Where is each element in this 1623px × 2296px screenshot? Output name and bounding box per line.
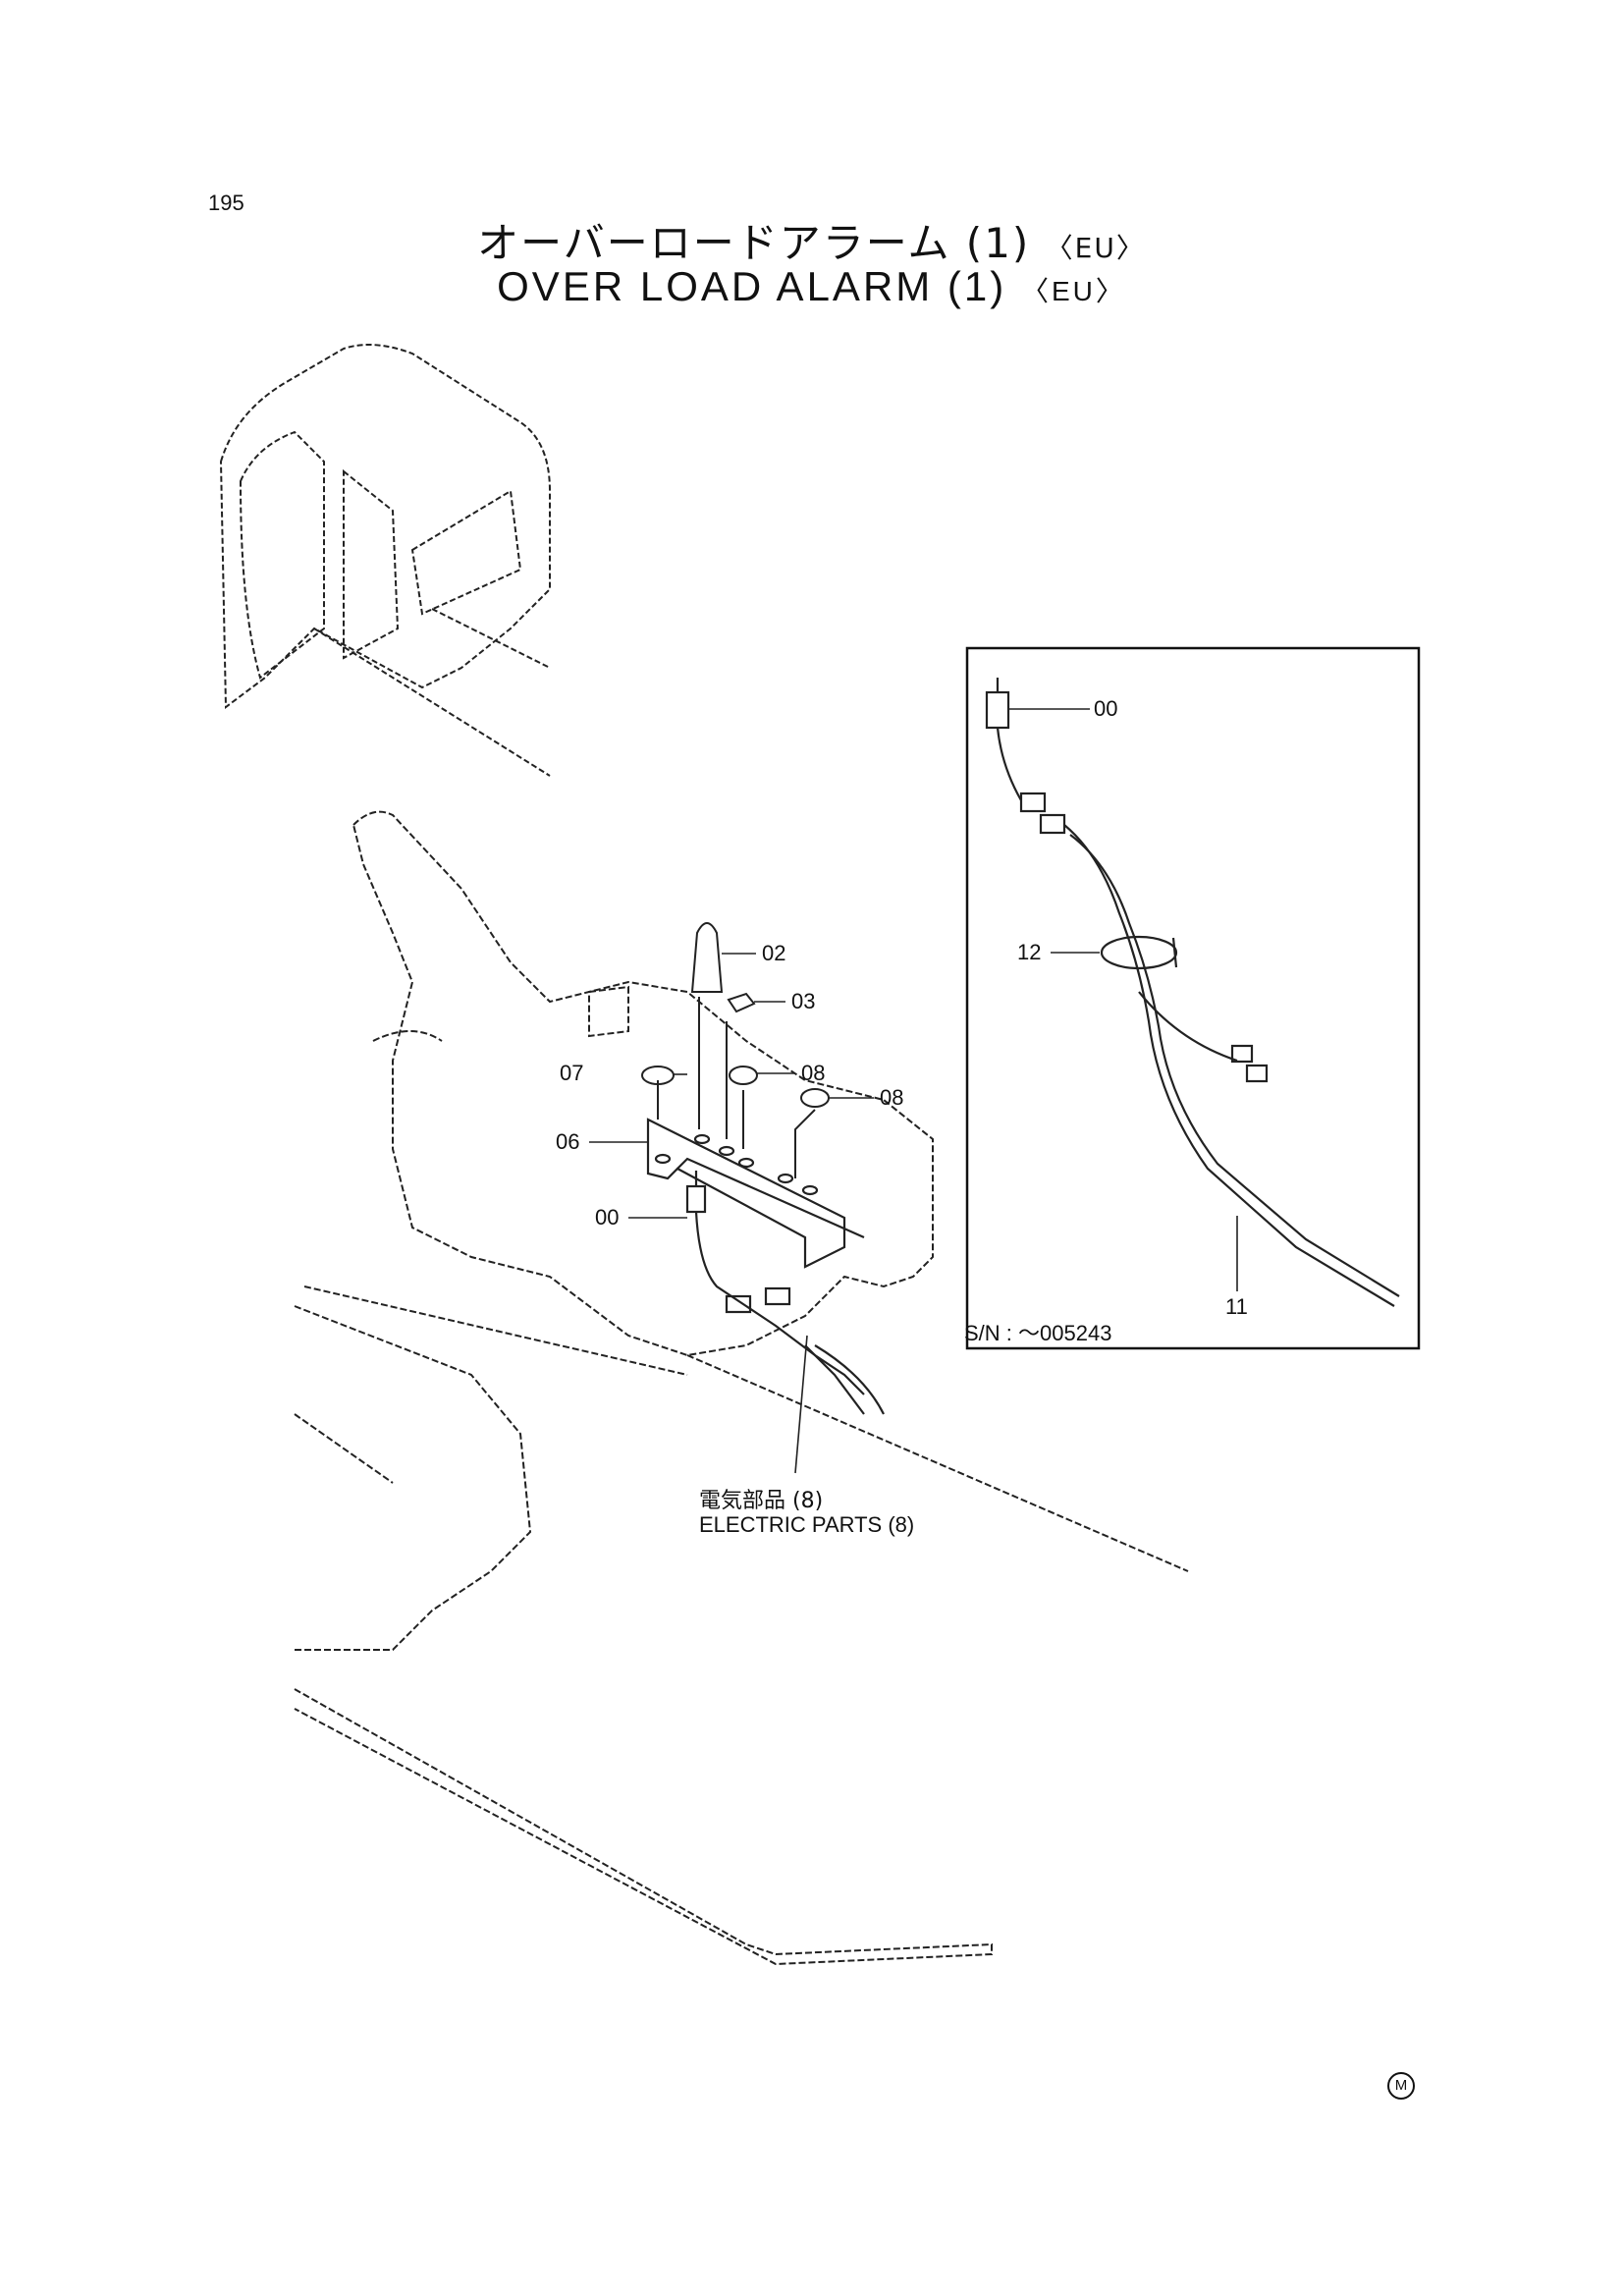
corner-mark: M (1387, 2072, 1415, 2100)
callout-08-a: 08 (801, 1061, 826, 1085)
callout-08-b: 08 (880, 1085, 904, 1110)
part-08a (729, 1066, 758, 1085)
part-03 (727, 992, 756, 1013)
callout-06: 06 (556, 1129, 580, 1154)
inset-switch (985, 690, 1010, 730)
bracket-assembly (646, 1118, 865, 1269)
callout-11: 11 (1225, 1294, 1248, 1319)
harness-main (685, 1171, 885, 1415)
inset-harness (985, 678, 1400, 1307)
switch-main (685, 1184, 707, 1214)
title-en-text: OVER LOAD ALARM (1) (497, 263, 1007, 309)
callout-00-main: 00 (595, 1205, 620, 1230)
reference-japanese: 電気部品 (8) (699, 1489, 824, 1513)
title-japanese: オーバーロードアラーム (1) 〈EU〉 (0, 210, 1623, 270)
part-02 (690, 922, 724, 993)
callout-12: 12 (1017, 940, 1042, 964)
callout-00-inset: 00 (1094, 696, 1118, 721)
region-tag: 〈EU〉 (1045, 232, 1146, 264)
title-jp-text: オーバーロードアラーム (1) (477, 219, 1031, 267)
callout-02: 02 (762, 941, 786, 965)
part-08b (800, 1088, 830, 1108)
console-outline (294, 810, 1189, 1966)
leader-lines (589, 953, 874, 1474)
callout-07: 07 (560, 1061, 584, 1085)
page-number: 195 (208, 191, 244, 215)
callout-03: 03 (791, 989, 816, 1013)
title-english: OVER LOAD ALARM (1) 〈EU〉 (0, 263, 1623, 310)
reference-english: ELECTRIC PARTS (8) (699, 1512, 915, 1537)
inset-frame (965, 646, 1421, 1350)
small-parts (641, 922, 830, 1178)
inset-clamp (1100, 935, 1178, 970)
region-tag-en: 〈EU〉 (1020, 276, 1126, 306)
serial-number-note: S/N : ～005243 (964, 1321, 1112, 1345)
inset-leaders (1008, 708, 1238, 1291)
cab-outline (219, 344, 551, 777)
